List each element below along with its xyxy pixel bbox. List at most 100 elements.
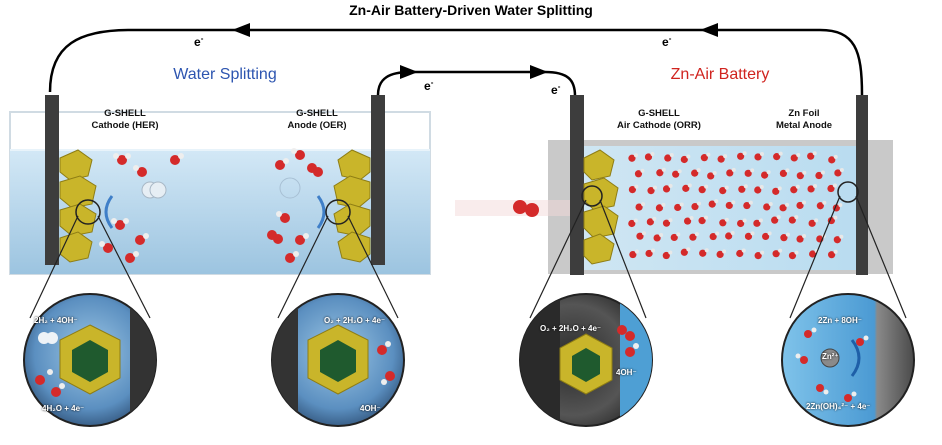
air-cathode-orr-line1: G-SHELL	[638, 108, 680, 119]
hydrogen-atom	[759, 151, 764, 156]
hydrogen-atom	[686, 154, 691, 159]
hydrogen-atom	[651, 248, 656, 253]
hydrogen-atom	[723, 154, 728, 159]
hydrogen-atom	[724, 185, 729, 190]
oxygen-atom	[772, 187, 780, 195]
oxygen-atom	[680, 248, 688, 256]
oxygen-atom	[707, 172, 715, 180]
hydrogen-atom	[712, 170, 717, 175]
hydrogen-atom	[650, 151, 655, 156]
hydrogen-atom	[633, 218, 638, 223]
oxygen-atom	[634, 170, 643, 178]
hydrogen-atom	[812, 151, 817, 156]
hydrogen-atom	[659, 232, 664, 237]
oxygen-atom	[807, 152, 815, 160]
air-cathode-orr-label: G-SHELL Air Cathode (ORR)	[604, 108, 714, 132]
oxygen-atom	[698, 217, 706, 225]
zn-anode-label: Zn Foil Metal Anode	[764, 108, 844, 132]
hydrogen-atom	[742, 151, 747, 156]
hydrogen-atom	[731, 200, 736, 205]
oxygen-atom	[656, 169, 664, 177]
hydrogen-atom	[669, 153, 674, 158]
hydrogen-atom	[777, 186, 782, 191]
electron-flow-arrow	[232, 23, 718, 79]
oxygen-atom	[708, 200, 716, 208]
oxygen-atom	[779, 204, 787, 212]
oer-catalyst-particles	[333, 149, 371, 263]
oxygen-atom	[719, 186, 727, 195]
zoom-callout-lines	[29, 195, 907, 319]
hydrogen-atom	[687, 183, 692, 188]
hydrogen-atom	[813, 183, 818, 188]
cathode-her-line2: Cathode (HER)	[91, 120, 159, 131]
electron-label: e-	[662, 34, 672, 49]
oxygen-atom	[779, 169, 788, 178]
hydrogen-atom	[676, 232, 681, 237]
hydrogen-atom	[758, 218, 763, 223]
hydrogen-atom	[722, 249, 727, 254]
oxygen-atom	[636, 232, 644, 240]
oxygen-atom	[790, 154, 798, 162]
oxygen-atom	[725, 201, 733, 210]
oxygen-atom	[834, 169, 842, 177]
anode-oer-line1: G-SHELL	[296, 108, 338, 119]
hydrogen-atom	[742, 218, 747, 223]
anode-oer-label: G-SHELL Anode (OER)	[272, 108, 362, 132]
oxygen-atom	[674, 203, 682, 212]
oxygen-atom	[816, 202, 824, 210]
hydrogen-atom	[832, 183, 837, 188]
hydrogen-atom	[833, 154, 838, 159]
hydrogen-atom	[731, 167, 736, 172]
oxygen-atom	[743, 201, 751, 210]
hydrogen-atom	[795, 184, 800, 189]
oxygen-atom	[662, 219, 671, 227]
oxygen-atom	[754, 153, 762, 161]
oxygen-atom	[662, 185, 671, 193]
hydrogen-atom	[668, 250, 673, 255]
oer-reaction-bottom: 4OH⁻	[360, 404, 381, 413]
zn-ion-label: Zn²⁺	[822, 352, 839, 361]
zn-anode-line2: Metal Anode	[775, 120, 833, 131]
oxygen-atom	[680, 155, 688, 164]
hydrogen-atom	[668, 183, 673, 188]
hydrogen-atom	[704, 184, 709, 189]
hydrogen-atom	[794, 250, 799, 255]
oxygen-atom	[796, 235, 804, 243]
oxygen-atom	[683, 217, 692, 225]
hydrogen-atom	[794, 215, 799, 220]
oxygen-atom	[628, 154, 636, 162]
hydrogen-atom	[776, 215, 781, 220]
hydrogen-atom	[838, 202, 843, 207]
oxygen-atom	[719, 219, 727, 227]
hydrogen-atom	[814, 218, 819, 223]
hydrogen-atom	[724, 217, 729, 222]
hydrogen-atom	[696, 168, 701, 173]
oxygen-atom	[753, 219, 761, 227]
oxygen-atom	[809, 250, 817, 258]
oxygen-atom	[815, 171, 823, 180]
hydrogen-atom	[833, 215, 838, 220]
oxygen-atom	[796, 172, 804, 180]
oxygen-atom	[738, 185, 746, 193]
oxygen-atom	[664, 154, 672, 162]
hydrogen-atom	[750, 168, 755, 173]
oxygen-atom	[699, 249, 707, 257]
electron-label: e-	[194, 34, 204, 49]
oxygen-atom	[716, 250, 724, 259]
oxygen-atom	[788, 251, 797, 260]
oer-reaction-arrow	[316, 195, 326, 229]
hydrogen-atom	[730, 231, 735, 236]
oxygen-atom	[788, 216, 796, 224]
water-splitting-molecules	[99, 148, 323, 263]
hydrogen-atom	[785, 202, 790, 207]
oxygen-atom	[744, 169, 752, 177]
orr-reaction-top: O₂ + 2H₂O + 4e⁻	[540, 324, 602, 333]
zn-zoom-lens	[781, 293, 915, 427]
hydrogen-atom	[802, 234, 807, 239]
oxygen-atom	[691, 202, 699, 211]
hydrogen-atom	[706, 152, 711, 157]
oxygen-atom	[629, 250, 637, 259]
air-cathode-orr-line2: Air Cathode (ORR)	[617, 120, 701, 131]
oxygen-atom	[754, 186, 762, 194]
